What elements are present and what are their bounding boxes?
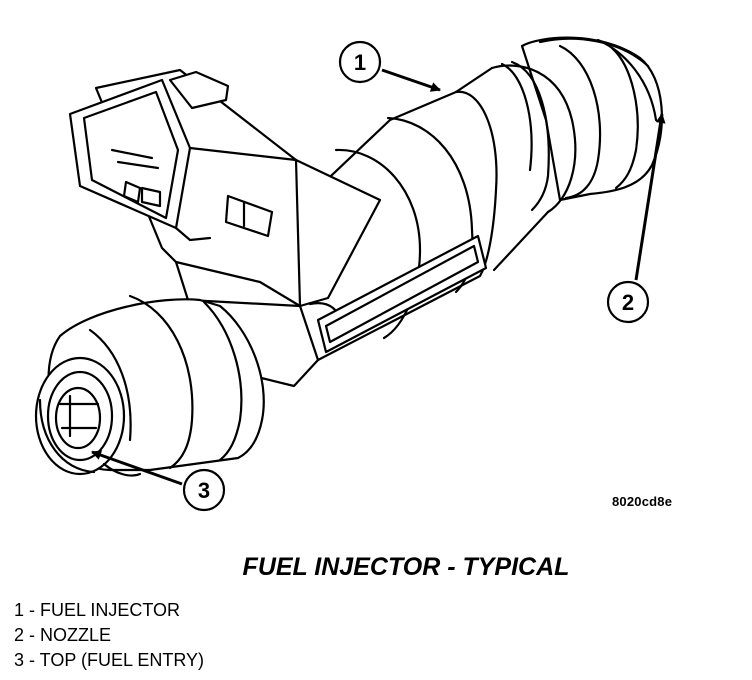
connector-drawing xyxy=(68,68,382,308)
callout-2: 2 xyxy=(606,113,666,324)
legend-item: 1 - FUEL INJECTOR xyxy=(14,600,181,620)
nozzle-end-drawing xyxy=(454,36,663,272)
callout-1-leader xyxy=(381,68,441,92)
fuel-entry-end-drawing xyxy=(34,294,265,477)
injector-illustration xyxy=(34,36,663,477)
callout-3-number: 3 xyxy=(198,478,210,503)
callout-2-number: 2 xyxy=(622,290,634,315)
legend-item: 3 - TOP (FUEL ENTRY) xyxy=(14,650,205,670)
callout-3-leader xyxy=(91,450,183,486)
callout-2-leader xyxy=(634,113,666,281)
callout-legend: 1 - FUEL INJECTOR 2 - NOZZLE 3 - TOP (FU… xyxy=(14,598,204,673)
callout-3: 3 xyxy=(91,450,226,512)
fuel-injector-diagram: 1 2 3 xyxy=(34,36,666,512)
callout-1-circle xyxy=(338,40,382,84)
callout-1-number: 1 xyxy=(354,50,366,75)
callout-2-circle xyxy=(606,280,650,324)
callout-3-circle xyxy=(182,468,226,512)
figure-caption: FUEL INJECTOR - TYPICAL xyxy=(242,553,570,581)
legend-item: 2 - NOZZLE xyxy=(14,625,112,645)
callout-1: 1 xyxy=(338,40,441,92)
figure-code: 8020cd8e xyxy=(612,494,673,509)
